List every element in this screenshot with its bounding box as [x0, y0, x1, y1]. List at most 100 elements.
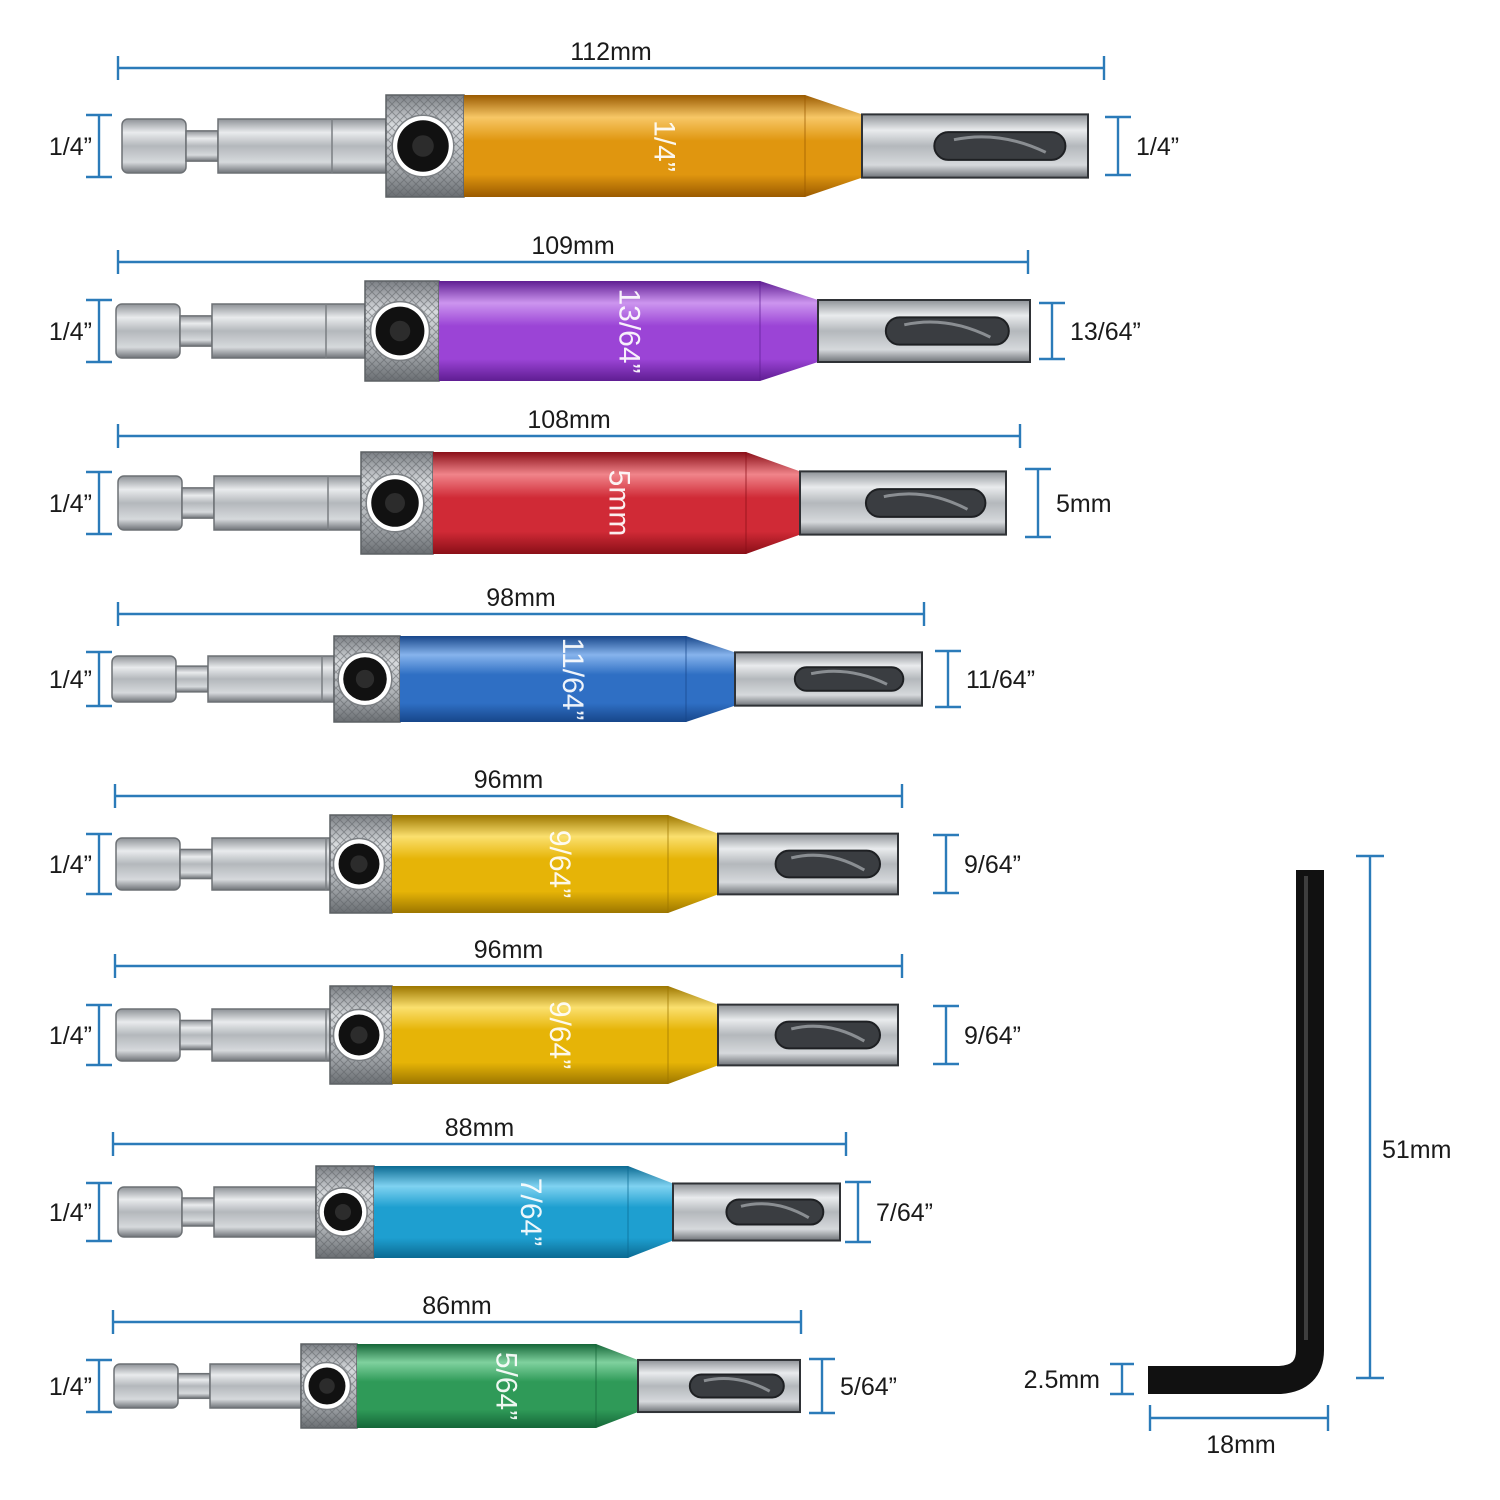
drill-bit: 109mm 1/4” 13/64” 13/64” [49, 232, 1141, 382]
sleeve-size-label: 13/64” [613, 288, 646, 373]
length-dimension: 108mm [116, 406, 1022, 448]
length-dimension: 96mm [113, 936, 904, 978]
length-label: 98mm [486, 584, 555, 612]
tip-dimension: 5mm [1025, 467, 1112, 539]
tip-dimension: 9/64” [933, 1004, 1021, 1066]
knurled-collar [329, 985, 393, 1085]
tip-size-label: 9/64” [964, 1022, 1021, 1050]
drill-flute-icon [884, 316, 1010, 346]
knurled-collar [360, 451, 434, 555]
guide-tip [717, 832, 899, 896]
guide-tip [799, 470, 1007, 536]
colored-sleeve: 9/64” [392, 815, 718, 913]
colored-sleeve: 5/64” [357, 1344, 638, 1428]
knurled-collar [315, 1165, 375, 1259]
knurled-collar [300, 1343, 358, 1429]
drill-flute-icon [933, 131, 1067, 161]
length-dimension: 109mm [116, 232, 1030, 274]
hex-shank [115, 303, 366, 359]
hex-shank [117, 475, 362, 531]
length-dimension: 86mm [111, 1292, 803, 1334]
knurled-collar [333, 635, 401, 723]
hex-dimension: 1/4” [49, 470, 112, 536]
hex-dimension: 1/4” [49, 832, 112, 896]
hex-size-label: 1/4” [49, 318, 92, 346]
drill-bit: 112mm 1/4” 1/4” 1/4” [49, 38, 1179, 198]
tip-dimension: 9/64” [933, 833, 1021, 895]
tip-dimension: 13/64” [1039, 301, 1141, 361]
length-label: 88mm [445, 1114, 514, 1142]
drill-flute-icon [793, 666, 905, 692]
colored-sleeve: 5mm [433, 452, 800, 554]
hex-size-label: 1/4” [49, 1373, 92, 1401]
length-dimension: 88mm [111, 1114, 848, 1156]
drill-bit: 86mm 1/4” 5/64” 5/64” [49, 1292, 897, 1429]
guide-tip [734, 651, 923, 707]
hex-dimension: 1/4” [49, 113, 112, 179]
sleeve-size-label: 9/64” [543, 830, 576, 898]
drill-bit: 96mm 1/4” 9/64” 9/64” [49, 766, 1021, 914]
guide-tip [672, 1182, 841, 1242]
tip-size-label: 13/64” [1070, 318, 1141, 346]
hex-dimension: 1/4” [49, 1003, 112, 1067]
length-label: 96mm [474, 936, 543, 964]
hex-dimension: 1/4” [49, 298, 112, 364]
drill-flute-icon [725, 1198, 825, 1226]
drill-flute-icon [774, 1020, 881, 1050]
hex-size-label: 1/4” [49, 851, 92, 879]
hex-size-label: 1/4” [49, 490, 92, 518]
hex-dimension: 1/4” [49, 650, 112, 708]
colored-sleeve: 11/64” [400, 636, 735, 722]
colored-sleeve: 1/4” [464, 95, 862, 197]
length-dimension: 96mm [113, 766, 904, 808]
hex-shank [115, 837, 331, 891]
sleeve-size-label: 5/64” [490, 1352, 523, 1420]
tip-size-label: 5mm [1056, 490, 1112, 518]
hex-key-height-dimension: 51mm [1356, 854, 1451, 1380]
hex-size-label: 1/4” [49, 1022, 92, 1050]
hex-shank [111, 655, 335, 703]
sleeve-size-label: 7/64” [514, 1178, 547, 1246]
tip-size-label: 11/64” [966, 666, 1035, 694]
guide-tip [817, 299, 1031, 363]
hex-shank [115, 1008, 331, 1062]
length-dimension: 112mm [116, 38, 1106, 80]
tip-dimension: 7/64” [845, 1180, 933, 1244]
drill-bit: 96mm 1/4” 9/64” 9/64” [49, 936, 1021, 1085]
drill-bit: 88mm 1/4” 7/64” 7/64” [49, 1114, 933, 1259]
knurled-collar [329, 814, 393, 914]
hex-key-group: 51mm 18mm 2.5mm [1024, 854, 1451, 1459]
hex-shank [117, 1186, 329, 1238]
guide-tip [717, 1003, 899, 1067]
knurled-collar [385, 94, 465, 198]
sleeve-size-label: 5mm [603, 470, 636, 537]
drill-bit: 108mm 1/4” 5mm 5mm [49, 406, 1112, 555]
length-label: 86mm [422, 1292, 491, 1320]
colored-sleeve: 13/64” [439, 281, 818, 381]
length-label: 96mm [474, 766, 543, 794]
drill-bits: 112mm1/4”1/4”1/4”109mm1/4”13/64”13/64”10… [49, 38, 1179, 1429]
tip-dimension: 5/64” [809, 1357, 897, 1415]
tip-size-label: 1/4” [1136, 133, 1179, 161]
hex-key-width-dimension: 18mm [1148, 1405, 1330, 1459]
hex-key-thickness-dimension: 2.5mm [1024, 1362, 1134, 1396]
drill-flute-icon [864, 488, 987, 518]
length-label: 109mm [531, 232, 614, 260]
hex-size-label: 1/4” [49, 133, 92, 161]
tip-dimension: 11/64” [935, 649, 1035, 709]
hex-key-thickness-label: 2.5mm [1024, 1366, 1100, 1394]
sleeve-size-label: 1/4” [648, 120, 681, 172]
sleeve-size-label: 11/64” [556, 638, 589, 721]
colored-sleeve: 7/64” [374, 1166, 673, 1258]
hex-key-height-label: 51mm [1382, 1136, 1451, 1164]
colored-sleeve: 9/64” [392, 986, 718, 1084]
hex-size-label: 1/4” [49, 1199, 92, 1227]
hex-key-width-label: 18mm [1206, 1431, 1275, 1459]
tip-dimension: 1/4” [1105, 115, 1179, 177]
length-dimension: 98mm [116, 584, 926, 626]
drill-flute-icon [774, 849, 881, 879]
hex-dimension: 1/4” [49, 1181, 112, 1243]
tip-size-label: 9/64” [964, 851, 1021, 879]
knurled-collar [364, 280, 440, 382]
